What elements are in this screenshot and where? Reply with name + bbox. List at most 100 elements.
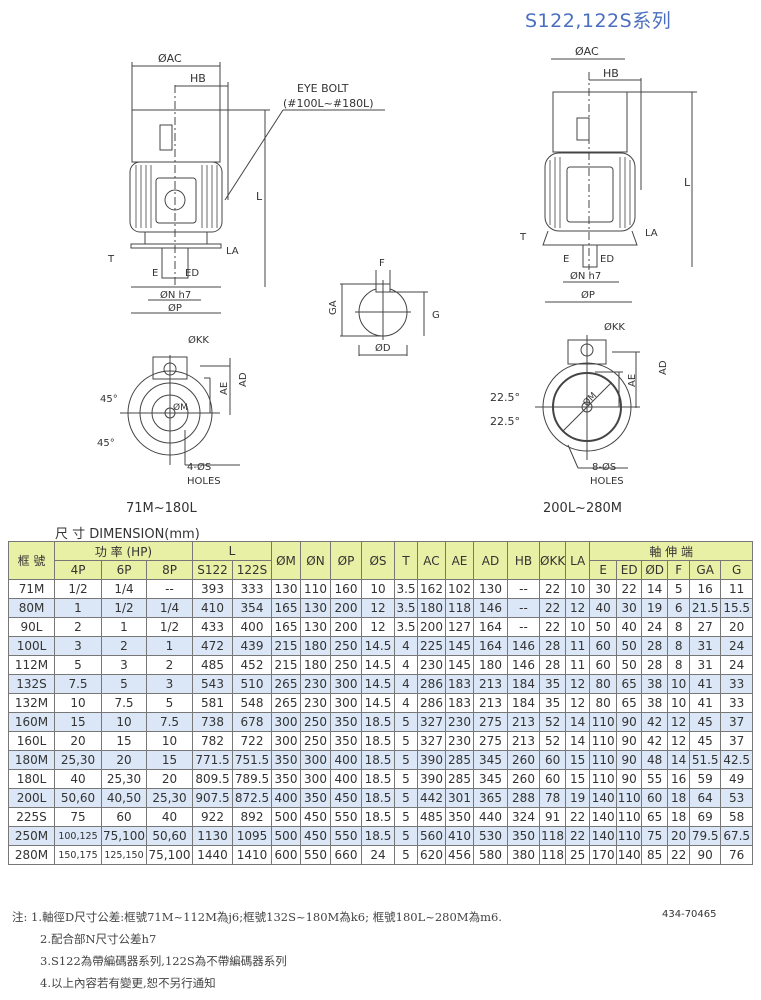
table-cell: 350 [330,731,362,751]
table-cell: 100,125 [54,826,102,846]
table-cell: 5 [101,674,147,694]
label-t-large: T [519,232,527,243]
table-cell: 150,175 [54,845,102,865]
table-cell: 37 [720,731,754,751]
table-cell: 365 [473,788,508,808]
table-cell: 560 [417,826,446,846]
table-cell: 22 [565,826,591,846]
table-cell: 146 [473,598,508,618]
table-cell: 25,30 [54,750,102,770]
table-cell: 10 [361,579,395,599]
table-cell: 11 [565,655,591,675]
header-d: ØD [641,560,669,580]
table-cell: 809.5 [192,769,233,789]
table-cell: 10 [565,579,591,599]
dimension-caption: 尺 寸 DIMENSION(mm) [55,527,200,542]
table-cell: 230 [417,655,446,675]
table-cell: 180 [473,655,508,675]
table-cell: 300 [300,769,331,789]
table-cell: 410 [192,598,233,618]
table-cell: 400 [330,769,362,789]
label-range-small: 71M~180L [126,501,197,516]
table-cell: 354 [232,598,272,618]
table-cell: 164 [473,617,508,637]
table-cell: 300 [300,750,331,770]
note-1: 注: 1.軸徑D尺寸公差:框號71M~112M為j6;框號132S~180M為k… [12,910,502,924]
table-cell: 165 [271,598,301,618]
label-ad: AD [238,372,249,387]
table-cell: 58 [720,807,754,827]
label-ae-large: AE [627,374,638,387]
note-4: 4.以上內容若有變更,恕不另行通知 [40,976,216,990]
label-ae: AE [219,382,230,395]
table-cell: 600 [271,845,301,865]
label-angle-45-bottom: 45° [97,438,115,449]
table-cell: 550 [300,845,331,865]
table-cell: 140 [589,807,618,827]
table-cell: 71M [8,579,55,599]
table-cell: 7.5 [146,712,193,732]
table-cell: 19 [641,598,669,618]
table-cell: 300 [271,712,301,732]
flange-view-small [120,355,240,466]
table-cell: 50 [589,617,618,637]
table-cell: 40,50 [101,788,147,808]
table-cell: 20 [146,769,193,789]
table-cell: 14 [565,712,591,732]
table-cell: 51.5 [689,750,722,770]
header-ad: AD [473,541,508,580]
table-cell: 30 [589,579,618,599]
table-cell: 1130 [192,826,233,846]
table-cell: 25 [565,845,591,865]
label-e-large: E [563,254,569,265]
label-g: G [432,310,440,321]
table-cell: 118 [538,845,567,865]
label-holes-large: HOLES [590,476,624,487]
table-cell: 50 [616,655,643,675]
table-cell: 280M [8,845,55,865]
table-cell: 20 [720,617,754,637]
table-cell: 771.5 [192,750,233,770]
notes: 注: 1.軸徑D尺寸公差:框號71M~112M為j6;框號132S~180M為k… [12,906,502,994]
table-cell: 65 [616,693,643,713]
table-cell: 14.5 [361,693,395,713]
table-cell: 230 [300,693,331,713]
header-g: G [720,560,754,580]
table-cell: 14.5 [361,674,395,694]
table-cell: 3.5 [394,617,418,637]
table-cell: 7.5 [54,674,102,694]
table-cell: 782 [192,731,233,751]
label-eye-bolt: EYE BOLT [297,82,349,95]
table-cell: 345 [473,750,508,770]
table-cell: 130 [271,579,301,599]
table-cell: 410 [445,826,474,846]
table-cell: 132M [8,693,55,713]
table-cell: 14 [641,579,669,599]
table-cell: 200L [8,788,55,808]
table-cell: 213 [473,693,508,713]
table-cell: 1410 [232,845,272,865]
table-cell: 25,30 [146,788,193,808]
table-cell: 250 [300,731,331,751]
table-cell: 450 [300,807,331,827]
motor-side-view-small [129,62,385,314]
motor-side-view-large [542,58,697,303]
table-cell: 250 [330,655,362,675]
table-cell: 440 [473,807,508,827]
table-cell: 327 [417,731,446,751]
table-cell: 738 [192,712,233,732]
table-cell: 333 [232,579,272,599]
table-cell: 18.5 [361,750,395,770]
table-cell: 35 [538,693,567,713]
header-p: ØP [330,541,362,580]
table-cell: 40 [146,807,193,827]
header-ac: AC [417,541,446,580]
table-cell: 10 [667,674,691,694]
table-cell: 550 [330,826,362,846]
table-cell: 12 [565,693,591,713]
table-cell: 200 [330,617,362,637]
header-t: T [394,541,418,580]
